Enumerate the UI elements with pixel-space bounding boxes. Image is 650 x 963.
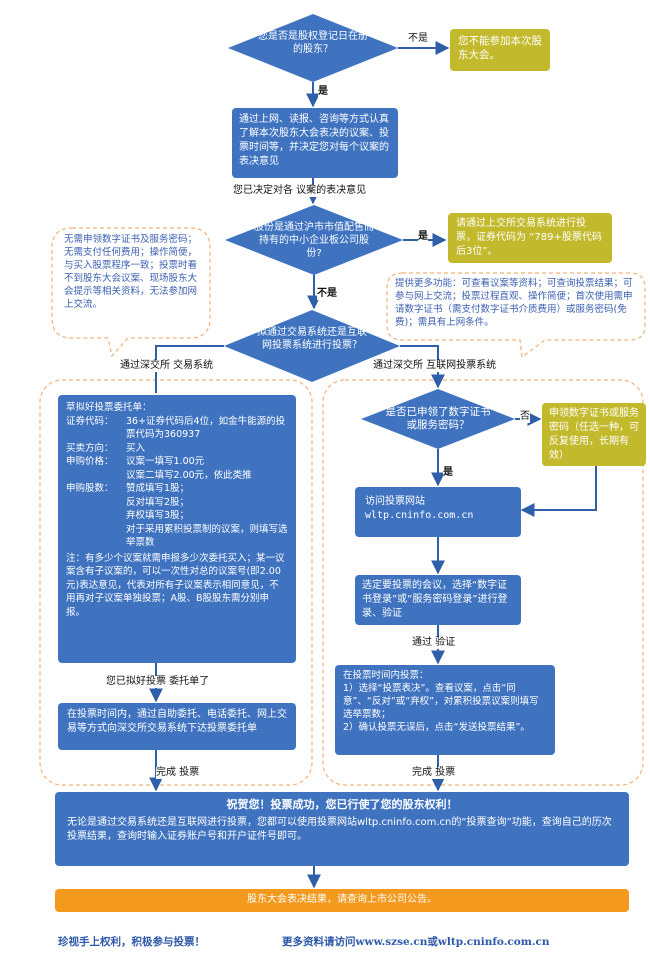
vote-site-url: wltp.cninfo.com.cn xyxy=(365,510,474,521)
congrats-title: 祝贺您！投票成功，您已行使了您的股东权利！ xyxy=(226,798,458,811)
done-left-label: 完成 投票 xyxy=(156,767,200,779)
draft-row: 申购股数： 赞成填写1股； xyxy=(66,482,288,496)
trade-system-group xyxy=(39,379,313,786)
draft-row-key: 申购价格： xyxy=(66,456,114,467)
note-internet-system: 提供更多功能：可查看议案等资料；可查询投票结果；可参与网上交流；投票过程直观、操… xyxy=(395,278,633,328)
ticket-ready-label: 您已拟好投票 委托单了 xyxy=(106,676,210,688)
q1-yes-label: 是 xyxy=(318,86,328,98)
q2-yes-label: 是 xyxy=(418,231,428,243)
meeting-result-bar: 股东大会表决结果，请查询上市公司公告。 xyxy=(55,889,629,912)
draft-row-key xyxy=(66,509,126,523)
draft-row-key xyxy=(66,496,126,510)
internet-system-group xyxy=(322,379,644,786)
draft-row: 买卖方向： 买入 xyxy=(66,442,288,456)
draft-row-key: 申购股数： xyxy=(66,483,114,494)
draft-row: 议案二填写2.00元，依此类推 xyxy=(66,469,288,483)
draft-row-value: 反对填写2股； xyxy=(126,496,190,508)
done-right-label: 完成 投票 xyxy=(412,767,456,779)
draft-row-key xyxy=(66,523,126,550)
draft-row-value: 对于采用累积投票制的议案，则填写选举票数 xyxy=(126,523,288,549)
trade-submit-step: 在投票时间内，通过自助委托、电话委托、网上交易等方式向深交所交易系统下达投票委托… xyxy=(58,703,296,750)
footer-slogan: 珍视手上权利，积极参与投票！ xyxy=(58,936,205,948)
apply-credentials-box: 申领数字证书或服务密码（任选一种，可反复使用，长期有效） xyxy=(542,403,646,466)
draft-title: 草拟好投票委托单： xyxy=(66,402,152,413)
decided-label: 您已决定对各 议案的表决意见 xyxy=(233,185,367,197)
verify-label: 通过 验证 xyxy=(412,637,456,649)
draft-row: 弃权填写3股； xyxy=(66,509,288,523)
draft-row-key: 证券代码： xyxy=(66,415,114,427)
vote-step-2: 2）确认投票无误后，点击“发送投票结果”。 xyxy=(343,722,530,733)
q2-text: 股份是通过沪市市值配售而持有的中小企业板公司股份? xyxy=(254,222,374,259)
q4-text: 是否已申领了数字证书或服务密码？ xyxy=(385,406,491,431)
vote-steps-title: 在投票时间内投票： xyxy=(343,670,429,681)
q4-yes-label: 是 xyxy=(443,467,453,479)
note-right-bubble xyxy=(386,272,646,359)
q2-no-label: 不是 xyxy=(317,288,337,300)
draft-row-value: 议案一填写1.00元 xyxy=(126,456,205,467)
draft-row: 对于采用累积投票制的议案，则填写选举票数 xyxy=(66,523,288,550)
internet-system-label: 通过深交所 互联网投票系统 xyxy=(373,360,497,372)
note-left-bubble xyxy=(51,227,211,358)
q1-diamond xyxy=(228,14,398,82)
q2-diamond xyxy=(225,205,403,275)
footer-more-info: 更多资料请访问www.szse.cn或wltp.cninfo.com.cn xyxy=(282,936,550,948)
draft-row: 申购价格： 议案一填写1.00元 xyxy=(66,455,288,469)
trade-system-label: 通过深交所 交易系统 xyxy=(120,360,214,372)
visit-vote-site-box: 访问投票网站 wltp.cninfo.com.cn xyxy=(355,487,521,537)
draft-row-value: 赞成填写1股； xyxy=(126,483,190,494)
draft-row-value: 买入 xyxy=(126,442,146,454)
draft-note: 注：有多少个议案就需申报多少次委托买入；某一议案含有子议案的，可以一次性对总的议… xyxy=(66,552,285,618)
draft-row: 证券代码： 36+证券代码后4位，如金牛能源的投票代码为360937 xyxy=(66,415,288,442)
q1-no-label: 不是 xyxy=(408,33,428,45)
draft-row-value: 议案二填写2.00元，依此类推 xyxy=(126,469,252,481)
select-meeting-login-box: 选定要投票的会议，选择“数字证书登录”或“服务密码登录”进行登录、验证 xyxy=(355,575,521,625)
q2-yes-result: 请通过上交所交易系统进行投票，证券代码为 “789+股票代码后3位”。 xyxy=(448,213,612,263)
note-trade-system: 无需申领数字证书及服务密码；无需支付任何费用；操作简便，与买入股票程序一致；投票… xyxy=(64,234,198,310)
visit-title: 访问投票网站 xyxy=(365,496,425,507)
q1-text: 您是否是股权登记日在册的股东？ xyxy=(258,31,368,55)
draft-row-key: 买卖方向： xyxy=(66,442,114,454)
q3-text: 拟通过交易系统还是互联网投票系统进行投票？ xyxy=(257,327,367,351)
q4-diamond xyxy=(361,389,515,449)
q3-diamond xyxy=(224,310,400,382)
vote-step-1: 1）选择“投票表决”。查看议案，点击“同意”、“反对”或“弃权”，对累积投票议案… xyxy=(343,683,539,720)
draft-row-value: 弃权填写3股； xyxy=(126,510,190,521)
draft-row-value: 36+证券代码后4位，如金牛能源的投票代码为360937 xyxy=(126,415,286,441)
congrats-box: 祝贺您！投票成功，您已行使了您的股东权利！ 无论是通过交易系统还是互联网进行投票… xyxy=(55,792,629,866)
draft-row-key xyxy=(66,469,126,483)
draft-ticket-box: 草拟好投票委托单： 证券代码： 36+证券代码后4位，如金牛能源的投票代码为360… xyxy=(58,395,296,663)
draft-row: 反对填写2股； xyxy=(66,496,288,510)
q1-no-result: 您不能参加本次股东大会。 xyxy=(450,29,550,71)
learn-agenda-step: 通过上网、读报、咨询等方式认真了解本次股东大会表决的议案、投票时间等，并决定您对… xyxy=(232,108,398,178)
congrats-body: 无论是通过交易系统还是互联网进行投票，您都可以使用投票网站wltp.cninfo… xyxy=(67,817,612,842)
q4-no-label: 否 xyxy=(520,411,530,423)
vote-steps-box: 在投票时间内投票： 1）选择“投票表决”。查看议案，点击“同意”、“反对”或“弃… xyxy=(335,665,555,755)
